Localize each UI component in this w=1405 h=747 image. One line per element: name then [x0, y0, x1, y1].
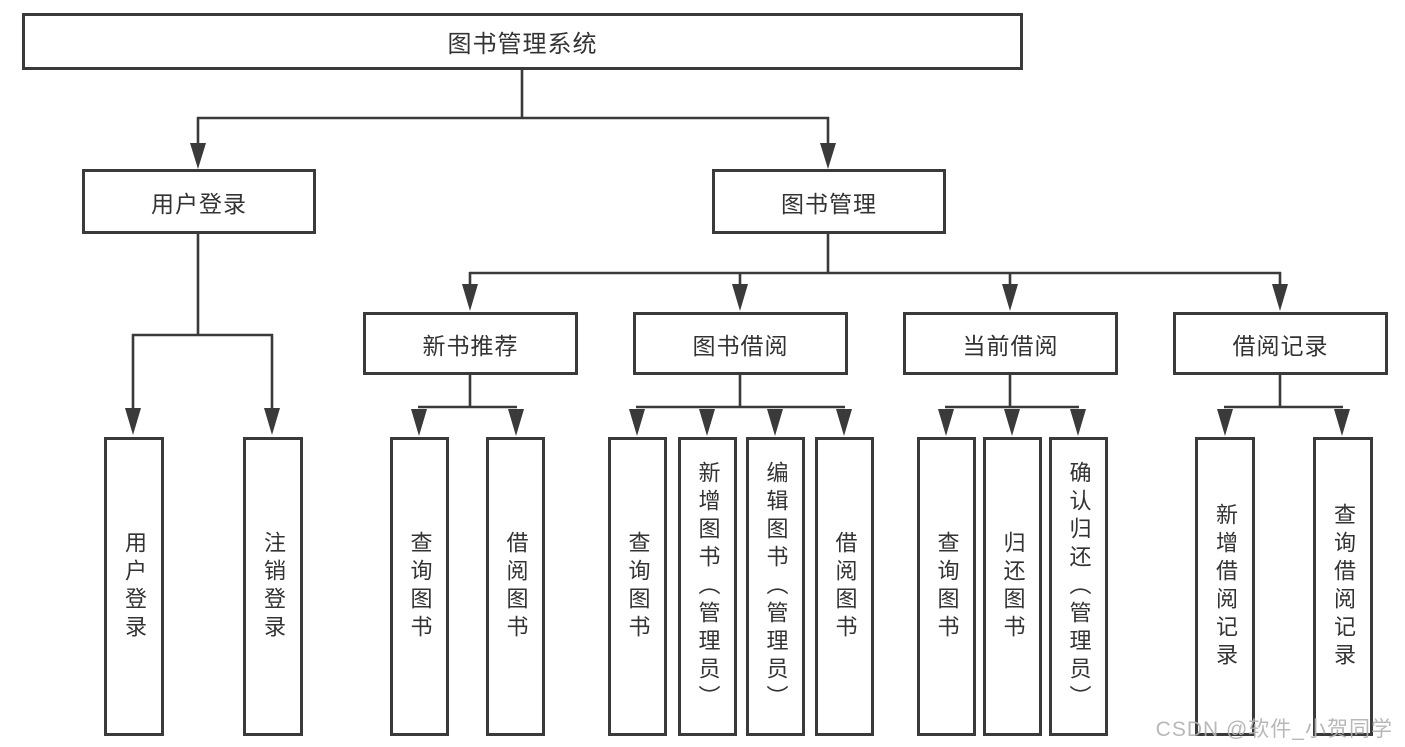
- node-book-management-label: 图书管理: [781, 190, 877, 217]
- node-user-login: 用户登录: [82, 169, 316, 234]
- leaf-query-book-1-label: 查询图书: [407, 530, 433, 643]
- leaf-edit-book-admin-label: 编辑图书（管理员）: [763, 460, 789, 713]
- leaf-confirm-return-admin: 确认归还（管理员）: [1049, 437, 1108, 736]
- node-current-borrow: 当前借阅: [903, 312, 1118, 375]
- leaf-return-book: 归还图书: [983, 437, 1042, 736]
- leaf-user-login-label: 用户登录: [122, 530, 147, 643]
- node-new-book-recommend-label: 新书推荐: [422, 332, 519, 359]
- node-book-borrow: 图书借阅: [633, 312, 848, 375]
- leaf-query-book-3-label: 查询图书: [934, 530, 960, 643]
- node-current-borrow-label: 当前借阅: [962, 332, 1059, 359]
- leaf-add-borrow-record: 新增借阅记录: [1195, 437, 1255, 736]
- leaf-borrow-book-2: 借阅图书: [815, 437, 874, 736]
- leaf-query-book-3: 查询图书: [917, 437, 976, 736]
- leaf-add-borrow-record-label: 新增借阅记录: [1213, 502, 1238, 671]
- node-root-label: 图书管理系统: [447, 31, 598, 58]
- leaf-confirm-return-admin-label: 确认归还（管理员）: [1066, 460, 1092, 713]
- leaf-query-book-2-label: 查询图书: [625, 530, 651, 643]
- leaf-edit-book-admin: 编辑图书（管理员）: [746, 437, 805, 736]
- node-book-management: 图书管理: [712, 169, 946, 234]
- leaf-query-book-1: 查询图书: [390, 437, 449, 736]
- leaf-logout-label: 注销登录: [261, 530, 286, 643]
- leaf-query-borrow-record-label: 查询借阅记录: [1331, 502, 1356, 671]
- leaf-user-login: 用户登录: [104, 437, 164, 736]
- leaf-borrow-book-1: 借阅图书: [486, 437, 545, 736]
- leaf-add-book-admin-label: 新增图书（管理员）: [695, 460, 721, 713]
- leaf-add-book-admin: 新增图书（管理员）: [678, 437, 737, 736]
- node-user-login-label: 用户登录: [151, 190, 247, 217]
- node-borrow-record-label: 借阅记录: [1232, 332, 1329, 359]
- leaf-query-borrow-record: 查询借阅记录: [1313, 437, 1373, 736]
- leaf-query-book-2: 查询图书: [608, 437, 667, 736]
- node-borrow-record: 借阅记录: [1173, 312, 1388, 375]
- leaf-return-book-label: 归还图书: [1000, 530, 1026, 643]
- node-book-borrow-label: 图书借阅: [692, 332, 789, 359]
- leaf-borrow-book-2-label: 借阅图书: [832, 530, 858, 643]
- node-root-library-system: 图书管理系统: [22, 13, 1023, 70]
- node-new-book-recommend: 新书推荐: [363, 312, 578, 375]
- leaf-logout: 注销登录: [243, 437, 303, 736]
- leaf-borrow-book-1-label: 借阅图书: [503, 530, 529, 643]
